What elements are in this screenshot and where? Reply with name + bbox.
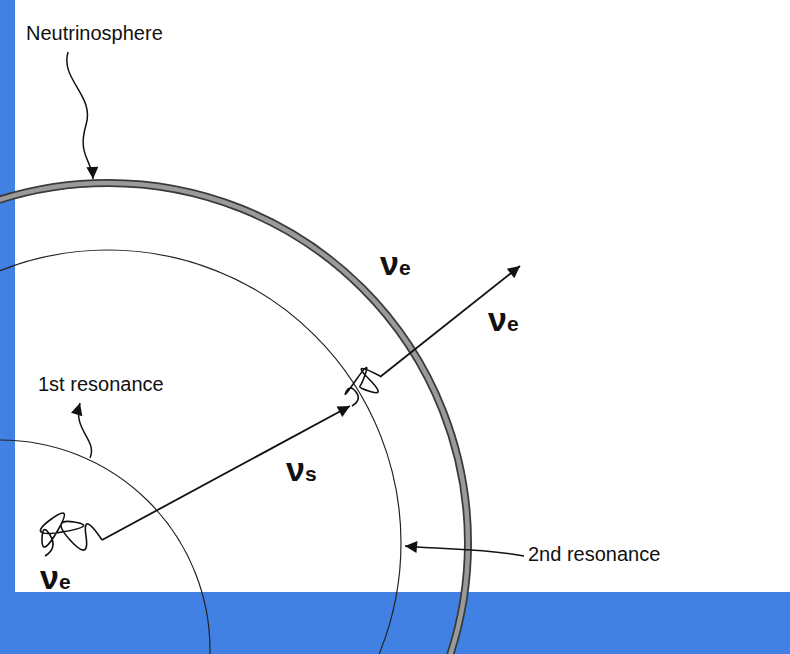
label-text: νe [488, 302, 519, 336]
region-label: Neutrinosphere [26, 22, 163, 44]
neutrinosphere-shell [0, 183, 468, 654]
region-label: 2nd resonance [528, 543, 660, 565]
label-text: 1st resonance [38, 373, 164, 395]
first-resonance-circle [0, 440, 210, 654]
label-text: νs [286, 452, 317, 486]
neutrino-symbol: νe [380, 246, 411, 280]
label-text: Neutrinosphere [26, 22, 163, 44]
region-label: 1st resonance [38, 373, 164, 395]
leader-arrow [78, 403, 91, 458]
leader-arrow [405, 546, 524, 556]
sterile-path-arrow [102, 406, 350, 540]
label-text: 2nd resonance [528, 543, 660, 565]
white-panel [15, 0, 790, 592]
leader-arrow [67, 52, 93, 179]
escape-path-arrow [380, 266, 520, 377]
neutrino-symbol: νe [40, 560, 71, 594]
scattering-wiggle [40, 513, 102, 556]
neutrinosphere-shell-fill [0, 183, 468, 654]
label-text: νe [40, 560, 71, 594]
label-text: νe [380, 246, 411, 280]
neutrino-symbol: νs [286, 452, 317, 486]
second-resonance-circle [0, 250, 401, 654]
neutrino-symbol: νe [488, 302, 519, 336]
scattering-wiggle [345, 368, 380, 407]
